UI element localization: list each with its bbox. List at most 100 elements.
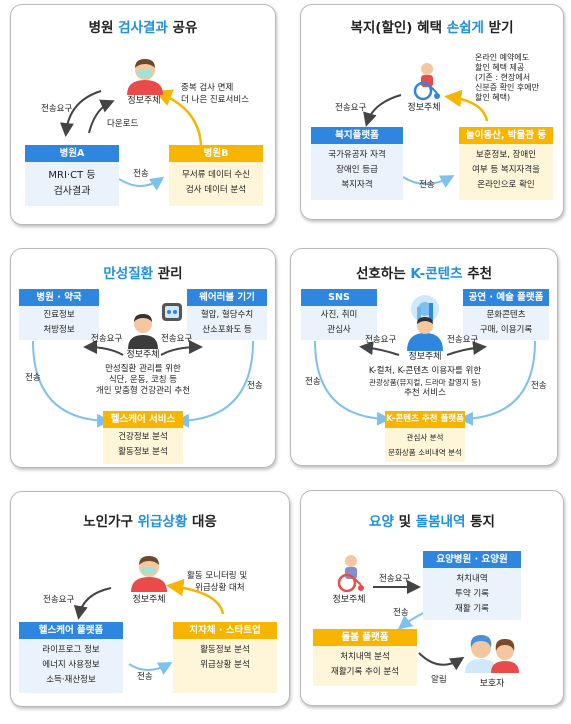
send-label: 전송 xyxy=(393,608,409,618)
benefit-note-2: 더 나은 진료서비스 xyxy=(181,95,249,105)
request-arrow-right xyxy=(446,341,487,356)
request-arrow-left xyxy=(359,341,400,356)
title-text: 선호하는 xyxy=(355,266,411,282)
panel-care-notification: 요양 및 돌봄내역 통지 정보주체 전송요구 요양병원 · 요양원 처치내역 투… xyxy=(300,490,564,706)
body-line: 온라인으로 확인 xyxy=(477,180,535,190)
send-arrow xyxy=(128,662,173,675)
panel-hospital-results: 병원 검사결과 공유 정보주체 전송요구 다운로드 중복 검사 면제 더 나은 … xyxy=(10,4,276,225)
title-highlight: 위급상황 xyxy=(137,514,188,530)
body-line: MRI·CT 등 xyxy=(48,170,96,181)
send-label-left: 전송 xyxy=(305,377,321,387)
title-text: 노인가구 xyxy=(83,514,138,530)
sns-header: SNS xyxy=(301,289,377,306)
body-line: 구매, 이용기록 xyxy=(479,325,533,335)
body-line: 활동정보 분석 xyxy=(118,447,168,457)
user-label: 정보주체 xyxy=(127,96,161,106)
send-arrow xyxy=(118,176,165,191)
body-line: 여부 등 복지자격을 xyxy=(472,165,540,175)
body-line: 재활기록 추이 분석 xyxy=(331,667,399,677)
body-line: 보훈정보, 장애인 xyxy=(475,150,537,160)
k-contents-platform-body: 관심사 분석 문화상품 소비내역 분석 xyxy=(385,428,465,462)
body-line: 위급상황 분석 xyxy=(200,660,250,670)
healthcare-service-header: 헬스케어 서비스 xyxy=(103,411,183,428)
local-gov-startup-body: 활동정보 분석 위급상황 분석 xyxy=(173,639,277,693)
body-line: 장애인 등급 xyxy=(336,165,378,175)
hospital-pharmacy-header: 병원 · 약국 xyxy=(19,289,99,306)
monitoring-note-1: 활동 모니터링 및 xyxy=(187,571,248,581)
hospital-a-header: 병원A xyxy=(25,145,119,162)
wheelchair-user-icon xyxy=(337,555,364,593)
wearable-header: 웨어러블 기기 xyxy=(187,289,267,306)
title-text: 및 xyxy=(393,514,416,530)
title-highlight: 요양 xyxy=(369,514,394,530)
body-line: 투약 기록 xyxy=(455,589,489,599)
download-label: 다운로드 xyxy=(107,119,139,129)
hospital-a-body: MRI·CT 등 검사결과 xyxy=(25,162,119,206)
body-line: 혈압, 혈당수치 xyxy=(200,310,254,320)
body-line: 처방정보 xyxy=(43,325,75,335)
title-text: 통지 xyxy=(465,514,495,530)
user-label: 정보주체 xyxy=(407,103,441,113)
user-label: 정보주체 xyxy=(132,595,166,605)
body-line: 진료정보 xyxy=(43,310,75,320)
send-label-right: 전송 xyxy=(247,381,263,391)
monitoring-note-2: 위급상황 대처 xyxy=(195,583,245,593)
user-label: 정보주체 xyxy=(332,595,366,605)
title-highlight: 검사결과 xyxy=(118,20,168,36)
request-label-right: 전송요구 xyxy=(161,334,193,344)
panel-chronic-disease: 만성질환 관리 병원 · 약국 진료정보 처방정보 웨어러블 기기 혈압, 혈당… xyxy=(10,248,276,468)
body-line: 관심사 xyxy=(327,325,351,335)
body-line: 사진, 취미 xyxy=(320,310,358,320)
panel-welfare-discount: 복지(할인) 혜택 손쉽게 받기 정보주체 전송요구 온라인 예약에도 할인 혜… xyxy=(300,4,564,220)
title-text: 받기 xyxy=(483,20,514,36)
sns-body: 사진, 취미 관심사 xyxy=(301,306,377,340)
service-description: 만성질환 관리를 위한 식단, 운동, 코칭 등 개인 맞춤형 건강관리 추천 xyxy=(73,364,213,397)
amusement-park-body: 보훈정보, 장애인 여부 등 복지자격을 온라인으로 확인 xyxy=(459,144,553,200)
panel-title: 병원 검사결과 공유 xyxy=(11,16,275,36)
send-label: 전송 xyxy=(133,169,149,179)
body-line: 건강정보 분석 xyxy=(118,432,168,442)
request-arrow xyxy=(73,587,112,620)
content-user-icon xyxy=(407,295,443,351)
body-line: 문화콘텐츠 xyxy=(486,310,526,320)
body-line: 검사 데이터 분석 xyxy=(185,185,247,195)
wearable-body: 혈압, 혈당수치 산소포화도 등 xyxy=(187,306,267,340)
body-line: 소득·재산정보 xyxy=(46,675,96,685)
hospital-b-header: 병원B xyxy=(169,145,263,162)
title-text: 관리 xyxy=(153,266,183,282)
title-text: 대응 xyxy=(187,514,217,530)
note-line: (기존 : 현장에서 xyxy=(475,73,531,82)
desc-line: 식단, 운동, 코칭 등 xyxy=(108,375,178,385)
performance-platform-body: 문화콘텐츠 구매, 이용기록 xyxy=(463,306,549,340)
guardian-label: 보호자 xyxy=(479,679,505,689)
person-icon xyxy=(131,556,167,592)
panel-title: 노인가구 위급상황 대응 xyxy=(11,510,289,530)
request-label-left: 전송요구 xyxy=(91,334,123,344)
note-line: 온라인 예약에도 xyxy=(475,53,530,62)
body-line: 처치내역 xyxy=(456,574,488,584)
k-contents-platform-header: K-콘텐츠 추천 플랫폼 xyxy=(385,411,465,428)
panel-title: 선호하는 K-콘텐츠 추천 xyxy=(291,262,557,282)
note-line: 할인 혜택 제공 xyxy=(475,63,525,72)
notify-arrow xyxy=(418,652,465,671)
body-line: 무서류 데이터 수신 xyxy=(182,170,250,180)
amusement-park-header: 놀이동산, 박물관 등 xyxy=(459,127,553,144)
person-icon xyxy=(128,314,158,349)
care-platform-header: 돌봄 플랫폼 xyxy=(313,629,417,646)
request-label-right: 전송요구 xyxy=(447,335,479,345)
title-highlight: K-콘텐츠 xyxy=(410,266,463,282)
nursing-hospital-header: 요양병원 · 요양원 xyxy=(423,551,521,568)
wheelchair-user-icon xyxy=(413,63,440,101)
title-text: 복지(할인) 혜택 xyxy=(350,20,447,36)
nursing-hospital-body: 처치내역 투약 기록 재활 기록 xyxy=(423,568,521,620)
body-line: 처치내역 분석 xyxy=(340,652,390,662)
body-line: 에너지 사용정보 xyxy=(42,660,100,670)
desc-line: 추천 서비스 xyxy=(404,388,446,398)
request-arrow xyxy=(363,94,402,127)
panel-title: 복지(할인) 혜택 손쉽게 받기 xyxy=(301,16,563,36)
title-text: 추천 xyxy=(462,266,493,282)
note-line: 할인 혜택) xyxy=(475,93,511,102)
benefit-note: 온라인 예약에도 할인 혜택 제공 (기존 : 현장에서 신분증 확인 후에만 … xyxy=(475,53,539,103)
panel-title: 만성질환 관리 xyxy=(11,262,275,282)
local-gov-startup-header: 지자체 · 스타트업 xyxy=(173,622,277,639)
